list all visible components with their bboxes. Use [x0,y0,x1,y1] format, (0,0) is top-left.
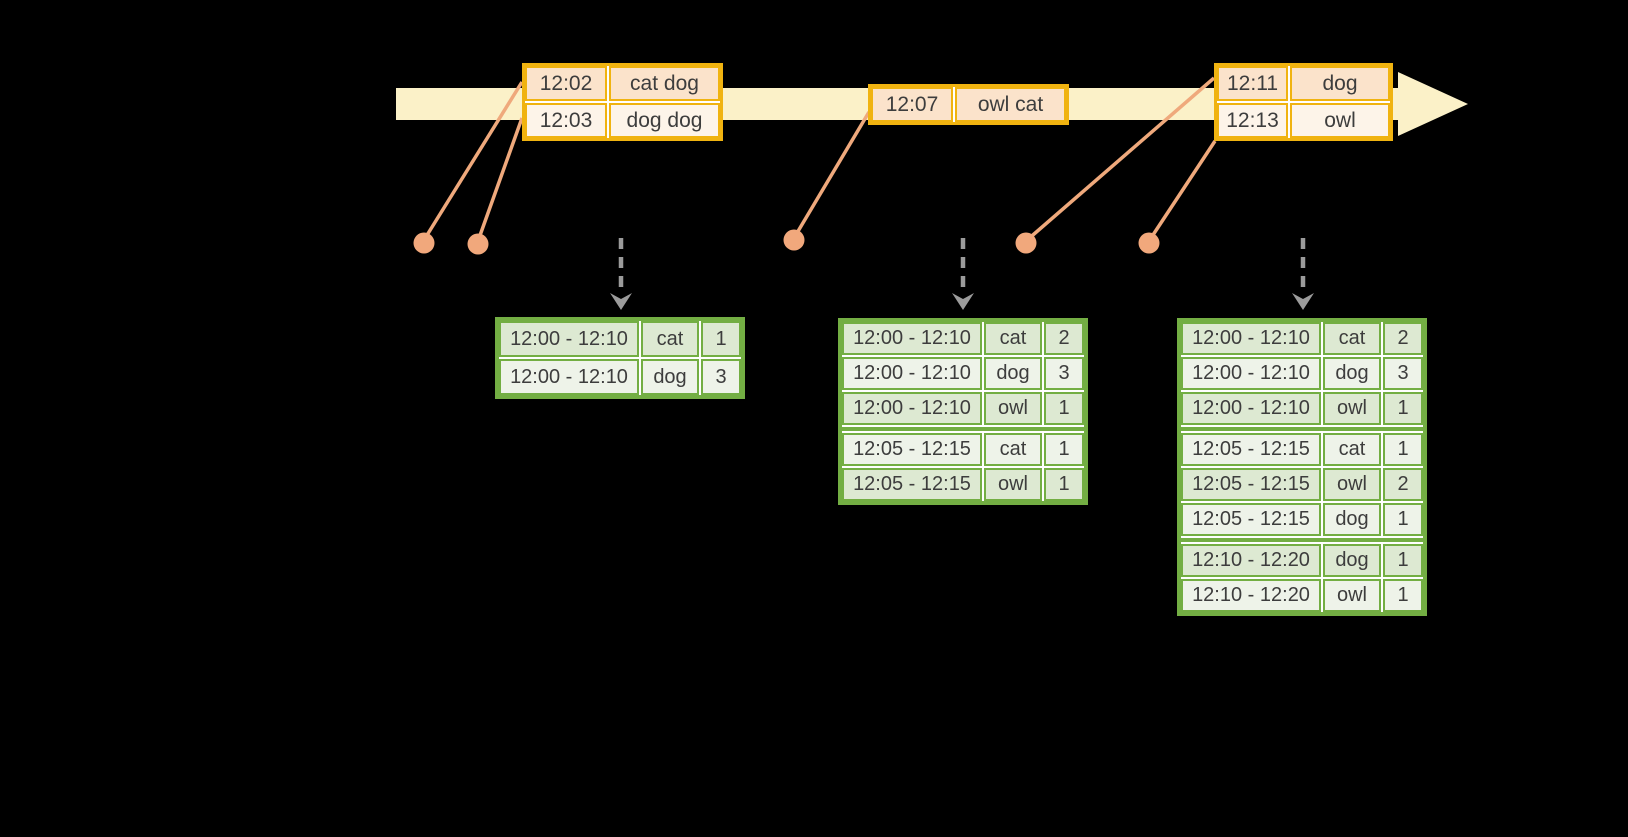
event-row: 12:13 owl [1217,103,1390,138]
window-group-separator [1181,538,1423,542]
window-cell: 12:00 - 12:10 [1181,392,1321,425]
window-cell: 12:00 - 12:10 [1181,322,1321,355]
event-connector-line [792,111,871,239]
word-cell: owl [1323,392,1381,425]
result-row: 12:00 - 12:10 cat 2 [1181,322,1423,355]
count-cell: 3 [1383,357,1423,390]
count-cell: 1 [1383,579,1423,612]
event-dot [1015,232,1037,254]
result-table-1: 12:00 - 12:10 cat 1 12:00 - 12:10 dog 3 [495,317,745,399]
count-cell: 1 [1044,468,1084,501]
count-cell: 1 [1383,503,1423,536]
window-cell: 12:00 - 12:10 [842,322,982,355]
result-row: 12:00 - 12:10 dog 3 [842,357,1084,390]
window-cell: 12:00 - 12:10 [499,321,639,357]
word-cell: owl [984,392,1042,425]
word-cell: cat [1323,433,1381,466]
window-cell: 12:05 - 12:15 [1181,468,1321,501]
event-row: 12:07 owl cat [871,87,1066,122]
event-time-cell: 12:07 [871,87,953,122]
result-row: 12:00 - 12:10 dog 3 [499,359,741,395]
event-connector-line [422,81,524,241]
event-dot [1138,232,1160,254]
result-row: 12:05 - 12:15 cat 1 [842,433,1084,466]
count-cell: 1 [1044,433,1084,466]
event-time-cell: 12:03 [525,103,607,138]
event-row: 12:02 cat dog [525,66,720,101]
result-row: 12:05 - 12:15 dog 1 [1181,503,1423,536]
word-cell: dog [641,359,699,395]
count-cell: 2 [1044,322,1084,355]
event-dot [413,232,435,254]
window-cell: 12:05 - 12:15 [1181,433,1321,466]
event-dot [783,229,805,251]
word-cell: owl [984,468,1042,501]
result-row: 12:05 - 12:15 owl 2 [1181,468,1423,501]
result-row: 12:05 - 12:15 cat 1 [1181,433,1423,466]
event-connector-line [1147,140,1217,242]
word-cell: dog [1323,503,1381,536]
count-cell: 2 [1383,322,1423,355]
event-time-cell: 12:13 [1217,103,1288,138]
event-connector-line [1024,76,1216,243]
event-box-1211: 12:11 dog 12:13 owl [1214,63,1393,141]
window-cell: 12:10 - 12:20 [1181,544,1321,577]
word-cell: cat [1323,322,1381,355]
window-cell: 12:05 - 12:15 [842,433,982,466]
trigger-arrow-head [610,293,632,310]
window-cell: 12:05 - 12:15 [1181,503,1321,536]
window-cell: 12:00 - 12:10 [842,357,982,390]
result-row: 12:00 - 12:10 cat 2 [842,322,1084,355]
window-cell: 12:05 - 12:15 [842,468,982,501]
trigger-arrow-head [952,293,974,310]
count-cell: 1 [701,321,741,357]
word-cell: owl [1323,468,1381,501]
result-table-3: 12:00 - 12:10 cat 2 12:00 - 12:10 dog 3 … [1177,318,1427,616]
event-words-cell: owl cat [955,87,1066,122]
event-words-cell: owl [1290,103,1390,138]
timeline-arrow-head [1398,72,1468,136]
event-box-1202: 12:02 cat dog 12:03 dog dog [522,63,723,141]
event-words-cell: cat dog [609,66,720,101]
result-row: 12:10 - 12:20 owl 1 [1181,579,1423,612]
result-row: 12:00 - 12:10 owl 1 [1181,392,1423,425]
event-time-cell: 12:02 [525,66,607,101]
result-table-2: 12:00 - 12:10 cat 2 12:00 - 12:10 dog 3 … [838,318,1088,505]
result-row: 12:00 - 12:10 dog 3 [1181,357,1423,390]
event-connector-line [476,117,524,242]
word-cell: cat [641,321,699,357]
window-cell: 12:00 - 12:10 [842,392,982,425]
word-cell: dog [984,357,1042,390]
event-time-cell: 12:11 [1217,66,1288,101]
result-row: 12:05 - 12:15 owl 1 [842,468,1084,501]
count-cell: 3 [1044,357,1084,390]
window-cell: 12:00 - 12:10 [499,359,639,395]
count-cell: 3 [701,359,741,395]
word-cell: dog [1323,357,1381,390]
count-cell: 2 [1383,468,1423,501]
word-cell: cat [984,433,1042,466]
count-cell: 1 [1383,392,1423,425]
event-box-1207: 12:07 owl cat [868,84,1069,125]
window-group-separator [842,427,1084,431]
word-cell: dog [1323,544,1381,577]
event-row: 12:03 dog dog [525,103,720,138]
result-row: 12:00 - 12:10 owl 1 [842,392,1084,425]
window-cell: 12:10 - 12:20 [1181,579,1321,612]
event-words-cell: dog [1290,66,1390,101]
word-cell: owl [1323,579,1381,612]
count-cell: 1 [1383,544,1423,577]
event-row: 12:11 dog [1217,66,1390,101]
event-dot [467,233,489,255]
result-row: 12:00 - 12:10 cat 1 [499,321,741,357]
result-row: 12:10 - 12:20 dog 1 [1181,544,1423,577]
window-group-separator [1181,427,1423,431]
count-cell: 1 [1383,433,1423,466]
count-cell: 1 [1044,392,1084,425]
word-cell: cat [984,322,1042,355]
event-words-cell: dog dog [609,103,720,138]
trigger-arrow-head [1292,293,1314,310]
window-cell: 12:00 - 12:10 [1181,357,1321,390]
